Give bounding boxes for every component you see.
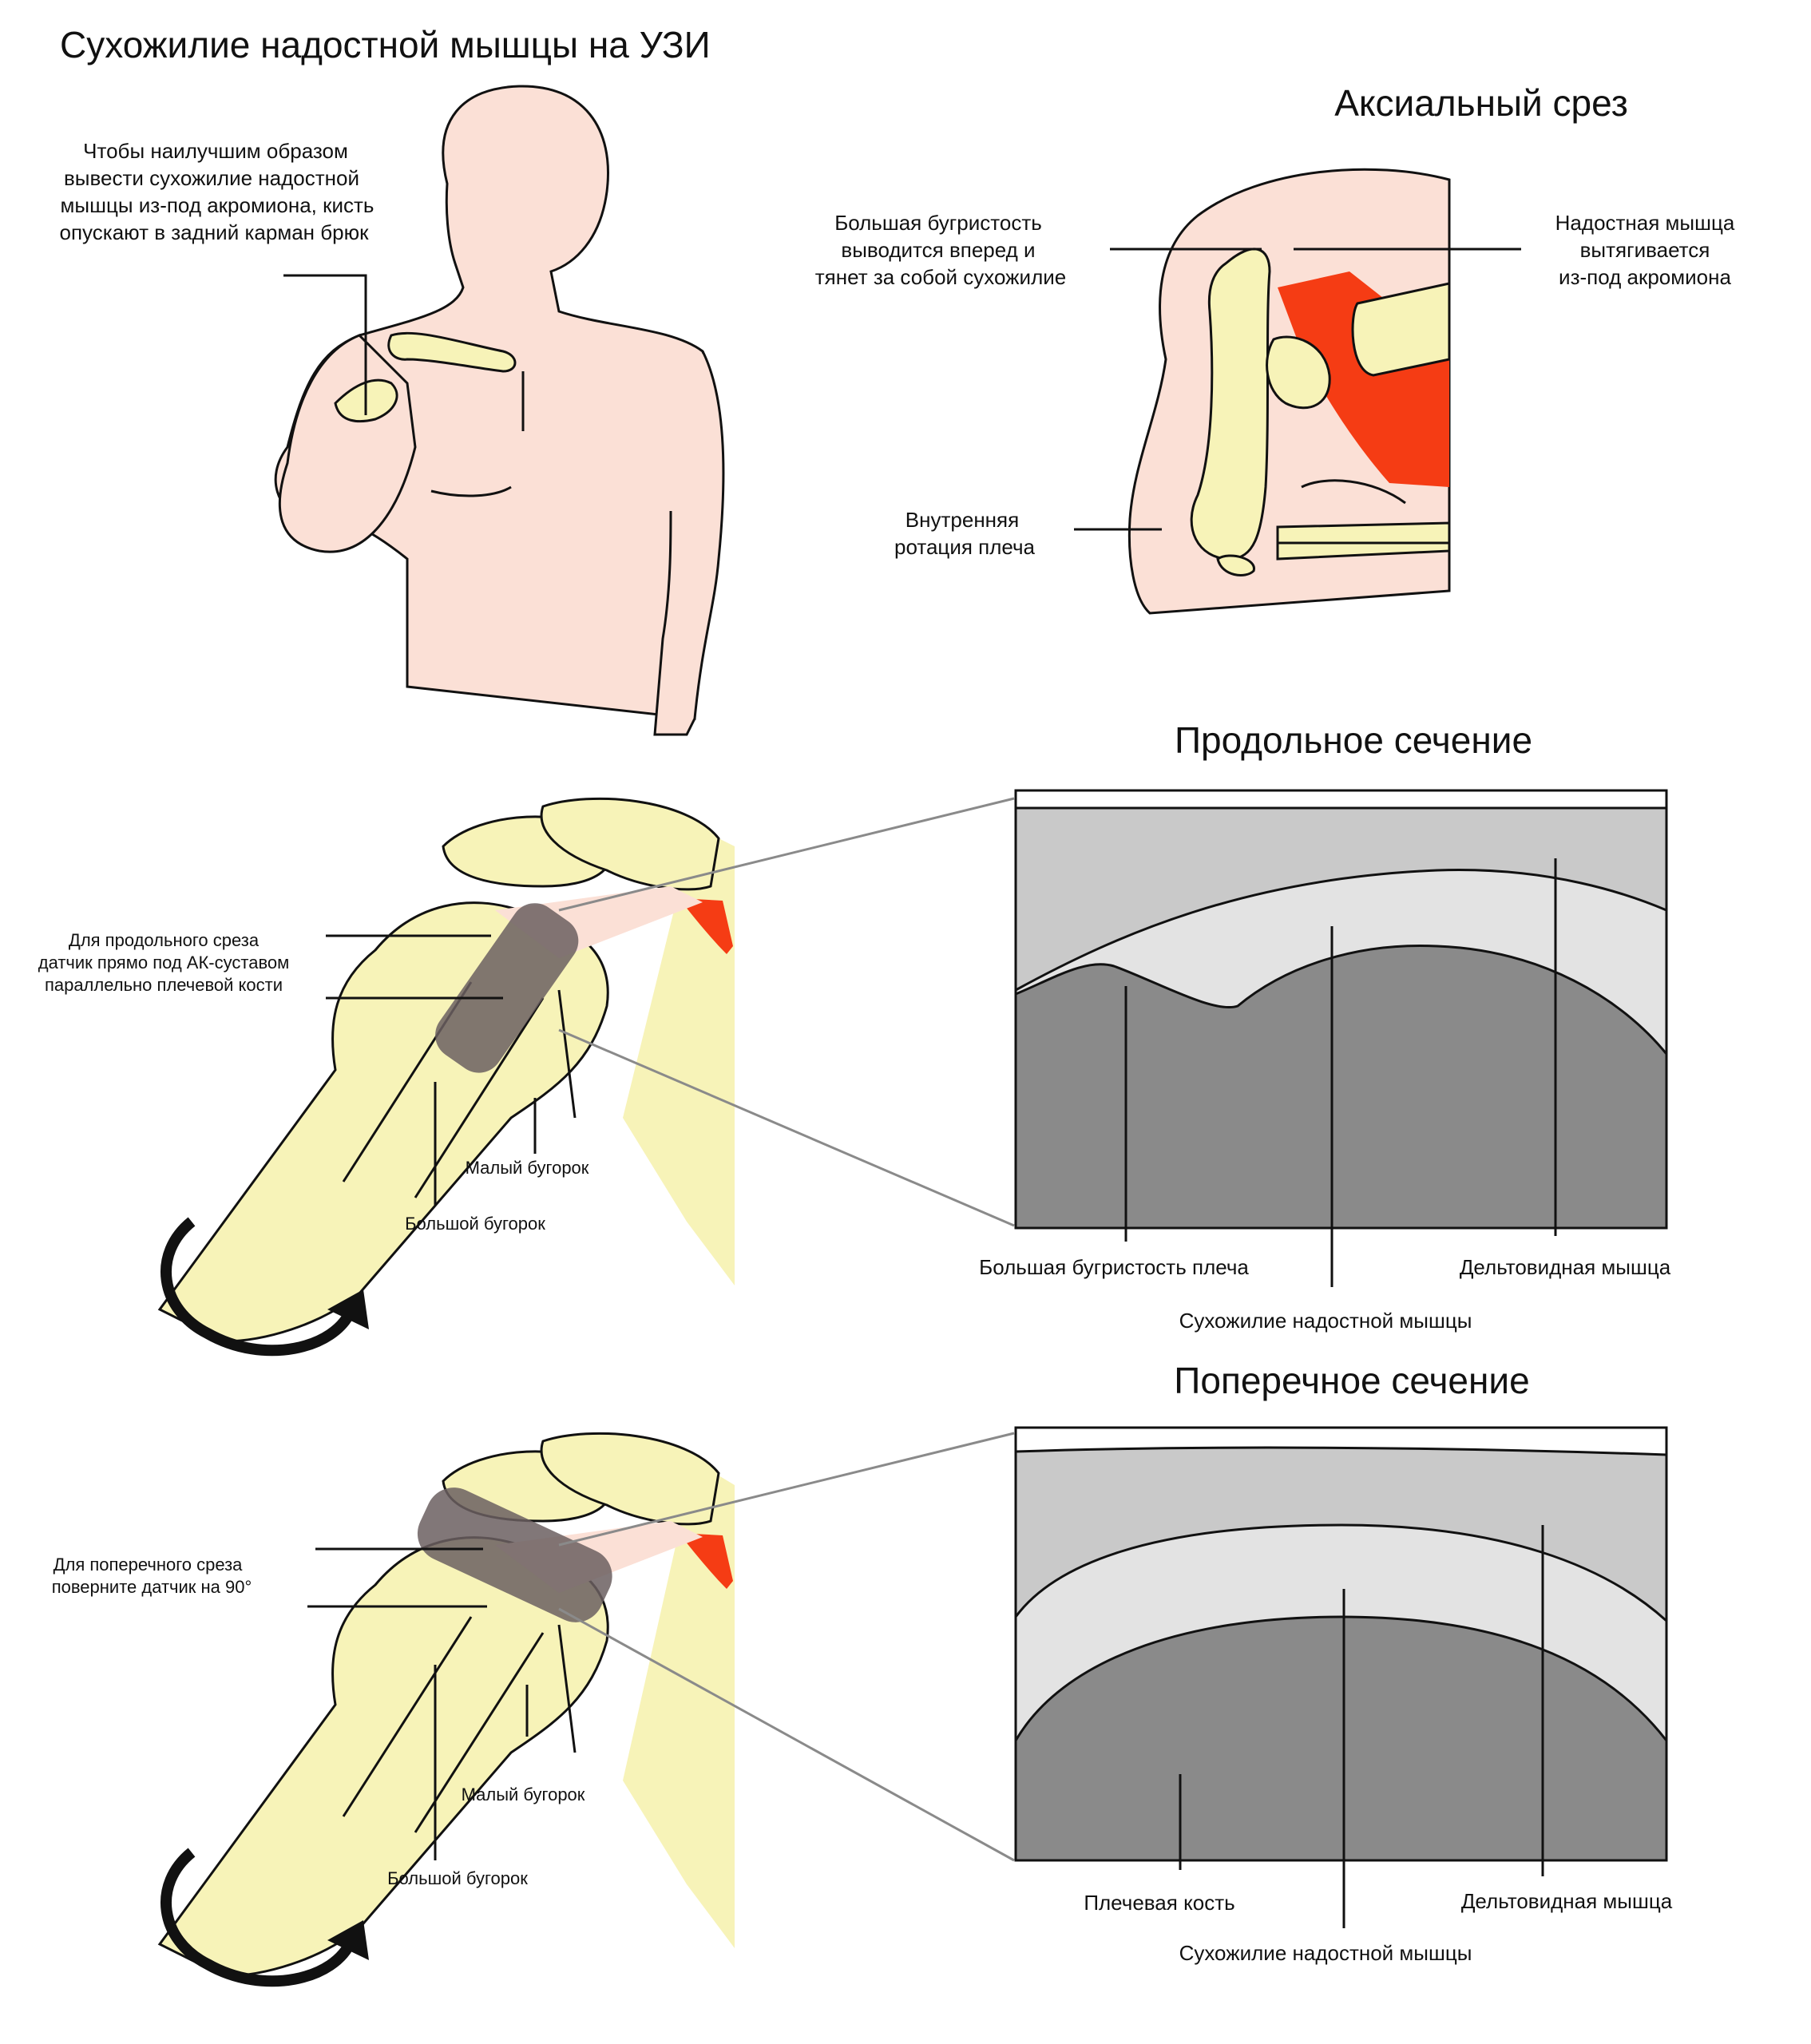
longitudinal-section: Продольное сечение Для продольного среза…: [38, 719, 1671, 1357]
long-us-label-left: Большая бугристость плеча: [979, 1255, 1249, 1279]
long-lesser-tubercle: Малый бугорок: [466, 1158, 589, 1178]
long-note-line-2: датчик прямо под АК-суставом: [38, 953, 290, 972]
hand-position-note: Чтобы наилучшим образом вывести сухожили…: [60, 139, 374, 244]
note-line-3: мышцы из-под акромиона, кисть: [61, 193, 374, 217]
trans-us-bone: [1014, 1615, 1668, 1862]
page-title: Сухожилие надостной мышцы на УЗИ: [60, 24, 711, 65]
axial-title: Аксиальный срез: [1334, 82, 1628, 124]
axial-muscle-line-2: вытягивается: [1580, 238, 1710, 262]
long-us-label-right: Дельтовидная мышца: [1460, 1255, 1671, 1279]
axial-tuberosity-line-3: тянет за собой сухожилие: [815, 265, 1066, 289]
trans-rotation-arrowhead: [327, 1920, 369, 1960]
trans-us-label-right: Дельтовидная мышца: [1461, 1889, 1673, 1913]
long-rotation-arrowhead: [327, 1289, 369, 1329]
long-us-label-center: Сухожилие надостной мышцы: [1179, 1309, 1472, 1333]
trans-greater-tubercle: Большой бугорок: [387, 1868, 528, 1888]
trans-probe: [417, 1487, 612, 1622]
axial-muscle-line-1: Надостная мышца: [1555, 211, 1735, 235]
axial-tuberosity-line-2: выводится вперед и: [841, 238, 1035, 262]
axial-rotation-line-2: ротация плеча: [894, 535, 1036, 559]
axial-tuberosity-line-1: Большая бугристость: [834, 211, 1042, 235]
axial-section: Аксиальный срез Большая бугристость выво…: [815, 82, 1735, 615]
axial-muscle-line-3: из-под акромиона: [1559, 265, 1731, 289]
trans-muscle-shape: [679, 1533, 733, 1589]
trans-note-line-2: поверните датчик на 90°: [52, 1577, 252, 1597]
long-rotation-arrow: [160, 1217, 357, 1357]
trans-rotation-arrow: [160, 1848, 357, 1987]
long-note-line-3: параллельно плечевой кости: [45, 975, 283, 995]
long-note-line-1: Для продольного среза: [69, 930, 260, 950]
longitudinal-title: Продольное сечение: [1175, 719, 1532, 761]
long-muscle-shape: [679, 898, 733, 954]
transverse-section: Поперечное сечение Для поперечного среза…: [52, 1360, 1673, 1987]
trans-note-line-1: Для поперечного среза: [53, 1555, 244, 1575]
torso-illustration: [274, 85, 725, 736]
long-greater-tubercle: Большой бугорок: [405, 1214, 545, 1234]
long-probe: [435, 903, 579, 1073]
trans-us-label-center: Сухожилие надостной мышцы: [1179, 1941, 1472, 1965]
note-line-1: Чтобы наилучшим образом: [83, 139, 348, 163]
note-line-4: опускают в задний карман брюк: [60, 220, 370, 244]
note-line-2: вывести сухожилие надостной: [64, 166, 359, 190]
transverse-title: Поперечное сечение: [1174, 1360, 1529, 1401]
axial-rotation-line-1: Внутренняя: [906, 508, 1019, 532]
long-us-bone: [1014, 944, 1668, 1230]
trans-lesser-tubercle: Малый бугорок: [462, 1785, 585, 1804]
trans-scapula-shade: [623, 1461, 735, 1948]
scapula-shade: [623, 826, 735, 1285]
trans-us-label-left: Плечевая кость: [1084, 1891, 1234, 1915]
